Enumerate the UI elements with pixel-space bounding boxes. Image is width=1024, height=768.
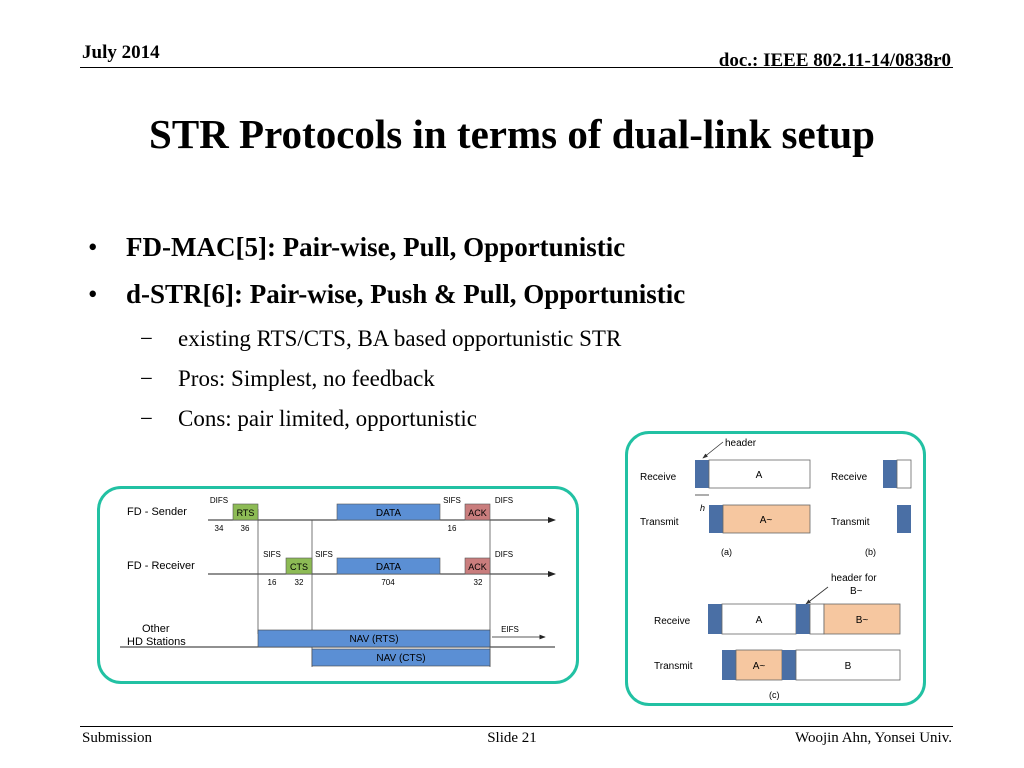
receiver-ack-frame bbox=[464, 557, 491, 575]
header-block bbox=[796, 604, 810, 634]
payload-a-label: A bbox=[756, 470, 763, 481]
row-label-hd: HD Stations bbox=[127, 636, 186, 648]
sifs-label: SIFS bbox=[443, 496, 461, 505]
payload-b-label: B bbox=[845, 661, 852, 672]
receive-label: Receive bbox=[640, 472, 677, 483]
header-date: July 2014 bbox=[82, 42, 160, 63]
sifs-label: SIFS bbox=[315, 550, 333, 559]
ack-duration: 32 bbox=[474, 578, 483, 587]
eifs-label: EIFS bbox=[501, 625, 519, 634]
nav-rts-label: NAV (RTS) bbox=[349, 634, 398, 645]
payload-block bbox=[795, 649, 901, 681]
sub-bullet-item: − Pros: Simplest, no feedback bbox=[88, 366, 888, 406]
difs-label: DIFS bbox=[210, 496, 228, 505]
payload-b-tilde-label: B~ bbox=[856, 615, 869, 626]
bullet-icon: • bbox=[88, 279, 98, 309]
bullet-text: FD-MAC[5]: Pair-wise, Pull, Opportunisti… bbox=[126, 232, 626, 262]
header-doc-id: doc.: IEEE 802.11-14/0838r0 bbox=[718, 50, 951, 71]
receive-label: Receive bbox=[831, 472, 868, 483]
h-label: h bbox=[700, 503, 705, 513]
payload-block bbox=[896, 459, 912, 489]
receiver-data-label: DATA bbox=[376, 562, 402, 573]
receive-label: Receive bbox=[654, 616, 691, 627]
header-callout: header bbox=[725, 438, 757, 449]
sender-data-frame bbox=[336, 503, 441, 521]
slide-title: STR Protocols in terms of dual-link setu… bbox=[149, 111, 875, 157]
payload-block bbox=[722, 504, 811, 534]
receiver-ack-label: ACK bbox=[468, 562, 487, 572]
row-label-sender: FD - Sender bbox=[127, 506, 187, 518]
transmit-label: Transmit bbox=[640, 517, 679, 528]
footer-left: Submission bbox=[82, 730, 153, 746]
gap-block bbox=[809, 603, 825, 635]
sifs-duration: 16 bbox=[448, 524, 457, 533]
header-block bbox=[708, 604, 722, 634]
header-block bbox=[695, 460, 709, 488]
sender-data-label: DATA bbox=[376, 508, 402, 519]
sub-bullet-text: Pros: Simplest, no feedback bbox=[178, 366, 435, 391]
caption-a: (a) bbox=[721, 547, 732, 557]
dash-icon: − bbox=[140, 326, 153, 351]
caption-b: (b) bbox=[865, 547, 876, 557]
rts-duration: 36 bbox=[241, 524, 250, 533]
dash-icon: − bbox=[140, 406, 153, 431]
dash-icon: − bbox=[140, 366, 153, 391]
bullet-icon: • bbox=[88, 232, 98, 262]
difs-label: DIFS bbox=[495, 496, 513, 505]
difs-duration: 34 bbox=[215, 524, 224, 533]
rts-frame bbox=[232, 503, 259, 521]
sifs-label: SIFS bbox=[263, 550, 281, 559]
footer-rule bbox=[80, 726, 953, 727]
sifs-duration: 16 bbox=[268, 578, 277, 587]
rts-label: RTS bbox=[237, 508, 255, 518]
sender-ack-label: ACK bbox=[468, 508, 487, 518]
header-block bbox=[897, 505, 911, 533]
header-for-target: B~ bbox=[850, 586, 863, 597]
timing-diagram: FD - Sender FD - Receiver Other HD Stati… bbox=[120, 496, 556, 667]
sub-bullet-item: − Cons: pair limited, opportunistic bbox=[88, 406, 888, 446]
caption-c: (c) bbox=[769, 690, 780, 700]
receiver-data-frame bbox=[336, 557, 441, 575]
nav-cts-label: NAV (CTS) bbox=[376, 653, 425, 664]
header-for-arrow bbox=[805, 586, 829, 605]
footer-slide-number: Slide 21 bbox=[487, 730, 537, 746]
header-block bbox=[782, 650, 796, 680]
timing-diagram-panel: FD - Sender FD - Receiver Other HD Stati… bbox=[97, 486, 579, 684]
header-block bbox=[883, 460, 897, 488]
payload-block bbox=[708, 459, 811, 489]
row-label-receiver: FD - Receiver bbox=[127, 560, 195, 572]
header-block bbox=[709, 505, 723, 533]
sub-bullet-item: − existing RTS/CTS, BA based opportunist… bbox=[88, 326, 888, 366]
data-duration: 704 bbox=[381, 578, 395, 587]
bullet-item: • FD-MAC[5]: Pair-wise, Pull, Opportunis… bbox=[88, 232, 888, 279]
sub-bullet-text: Cons: pair limited, opportunistic bbox=[178, 406, 477, 431]
transmit-label: Transmit bbox=[654, 661, 693, 672]
sender-ack-frame bbox=[464, 503, 491, 521]
payload-a-tilde-label: A~ bbox=[753, 661, 766, 672]
header-for-callout: header for bbox=[831, 573, 877, 584]
header-rule bbox=[80, 67, 953, 68]
cts-duration: 32 bbox=[295, 578, 304, 587]
bullet-text: d-STR[6]: Pair-wise, Push & Pull, Opport… bbox=[126, 279, 686, 309]
payload-a-tilde-label: A~ bbox=[760, 515, 773, 526]
difs-label: DIFS bbox=[495, 550, 513, 559]
payload-block bbox=[721, 603, 797, 635]
bullet-item: • d-STR[6]: Pair-wise, Push & Pull, Oppo… bbox=[88, 279, 888, 326]
payload-block bbox=[823, 603, 901, 635]
header-arrow bbox=[702, 441, 724, 459]
frame-diagram-panel: header Receive A h Transmit A~ (a) Recei… bbox=[625, 431, 926, 706]
cts-frame bbox=[285, 557, 313, 575]
row-label-other: Other bbox=[142, 623, 170, 635]
payload-a-label: A bbox=[756, 615, 763, 626]
nav-rts-bar bbox=[257, 629, 491, 648]
cts-label: CTS bbox=[290, 562, 308, 572]
frame-diagram: header Receive A h Transmit A~ (a) Recei… bbox=[640, 438, 912, 700]
header-block bbox=[722, 650, 736, 680]
sub-bullet-text: existing RTS/CTS, BA based opportunistic… bbox=[178, 326, 622, 351]
footer-author: Woojin Ahn, Yonsei Univ. bbox=[794, 730, 952, 746]
transmit-label: Transmit bbox=[831, 517, 870, 528]
nav-cts-bar bbox=[311, 648, 491, 667]
bullet-list: • FD-MAC[5]: Pair-wise, Pull, Opportunis… bbox=[88, 232, 888, 446]
